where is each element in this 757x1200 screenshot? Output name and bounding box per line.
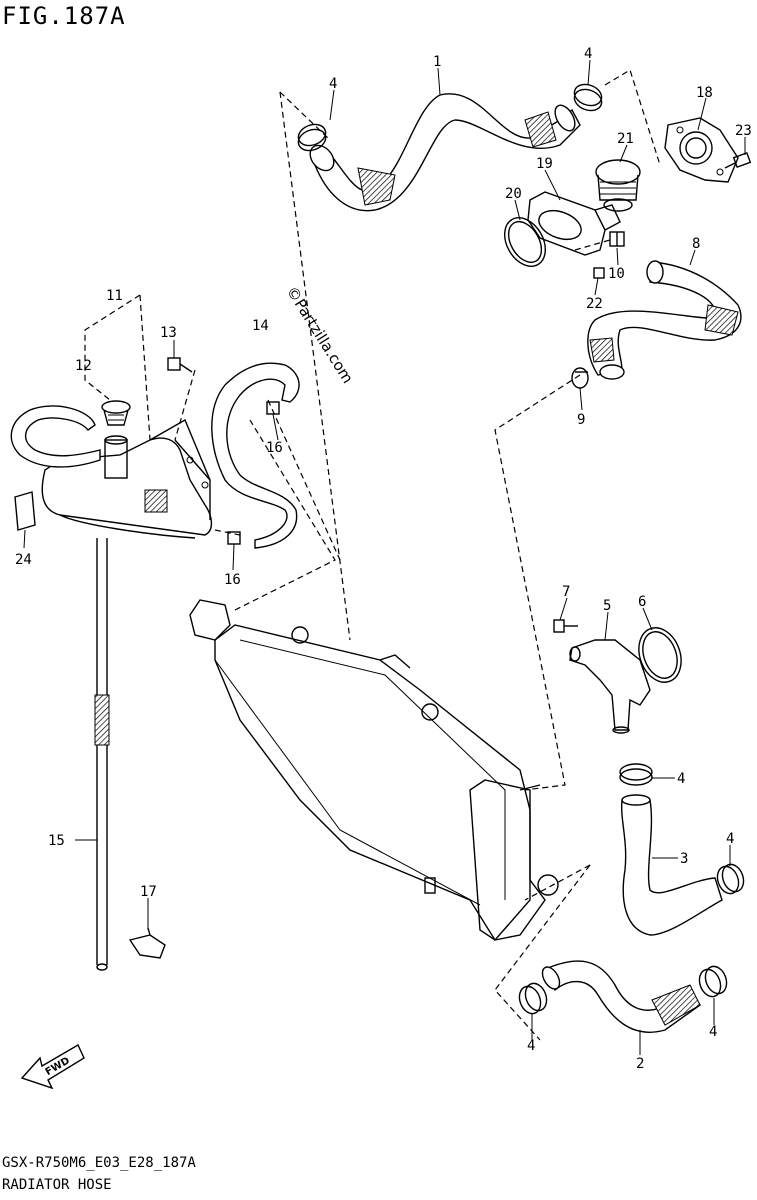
- hose-1-upper: [309, 93, 581, 212]
- callout-22: 22: [586, 296, 603, 312]
- callout-leader-lines: [23, 59, 746, 1055]
- hose-clamp-16-lower: [227, 531, 241, 545]
- thermostat-cover-18: [664, 117, 739, 183]
- hose-15-drain: [94, 538, 110, 971]
- hose-clamp-9: [571, 367, 589, 389]
- callout-19: 19: [536, 156, 553, 172]
- callout-5: 5: [603, 598, 611, 614]
- callout-13: 13: [160, 325, 177, 341]
- thermostat-housing-19: [527, 191, 621, 256]
- callout-numbers: 1 4 4 18 23 21 19 20 8 10 22 9 11 12 13 …: [15, 46, 752, 1072]
- callout-1: 1: [433, 54, 441, 70]
- callout-20: 20: [505, 186, 522, 202]
- callout-2: 2: [636, 1056, 644, 1072]
- reservoir-overflow-hose: [10, 405, 101, 468]
- hose-clamp-mid: [619, 763, 653, 786]
- hose-2-lower: [541, 960, 701, 1033]
- hose-clamp-bottom-right: [698, 965, 728, 998]
- hose-clamp-top-left: [297, 123, 327, 152]
- o-ring-6: [638, 627, 682, 683]
- diagram-name: RADIATOR HOSE: [2, 1177, 112, 1193]
- assembly-guide-lines: [84, 69, 661, 1041]
- callout-4: 4: [329, 76, 337, 92]
- callout-4: 4: [726, 831, 734, 847]
- bolt-23: [724, 152, 752, 169]
- callout-15: 15: [48, 833, 65, 849]
- o-ring-20: [504, 217, 546, 267]
- callout-9: 9: [577, 412, 585, 428]
- callout-21: 21: [617, 131, 634, 147]
- callout-8: 8: [692, 236, 700, 252]
- water-outlet-5: [569, 639, 651, 734]
- hose-8: [587, 260, 742, 380]
- callout-10: 10: [608, 266, 625, 282]
- figure-title: FIG.187A: [2, 2, 126, 30]
- callout-6: 6: [638, 594, 646, 610]
- hose-3: [620, 794, 723, 936]
- bolt-22: [593, 267, 605, 279]
- reservoir-tank-11: [41, 418, 213, 539]
- callout-11: 11: [106, 288, 123, 304]
- callout-23: 23: [735, 123, 752, 139]
- clamp-10: [609, 231, 625, 247]
- bolt-7: [553, 619, 578, 633]
- callout-17: 17: [140, 884, 157, 900]
- radiator: [189, 599, 559, 941]
- label-plate-24: [14, 491, 36, 531]
- callout-16: 16: [266, 440, 283, 456]
- callout-4: 4: [584, 46, 592, 62]
- callout-4: 4: [527, 1038, 535, 1054]
- callout-24: 24: [15, 552, 32, 568]
- reservoir-cap-12: [101, 400, 131, 426]
- callout-16: 16: [224, 572, 241, 588]
- callout-4: 4: [677, 771, 685, 787]
- callout-3: 3: [680, 851, 688, 867]
- bolt-13: [167, 357, 193, 373]
- hose-14: [211, 362, 300, 549]
- clip-17: [128, 927, 166, 959]
- callout-14: 14: [252, 318, 269, 334]
- diagram-code: GSX-R750M6_E03_E28_187A: [2, 1155, 196, 1171]
- hose-clamp-top-right: [573, 83, 603, 112]
- callout-12: 12: [75, 358, 92, 374]
- callout-18: 18: [696, 85, 713, 101]
- callout-7: 7: [562, 584, 570, 600]
- callout-4: 4: [709, 1024, 717, 1040]
- hose-clamp-bottom-left: [518, 982, 548, 1015]
- forward-direction-arrow: FWD: [20, 1044, 85, 1090]
- thermostat-21: [595, 159, 641, 212]
- hose-clamp-right: [716, 863, 745, 895]
